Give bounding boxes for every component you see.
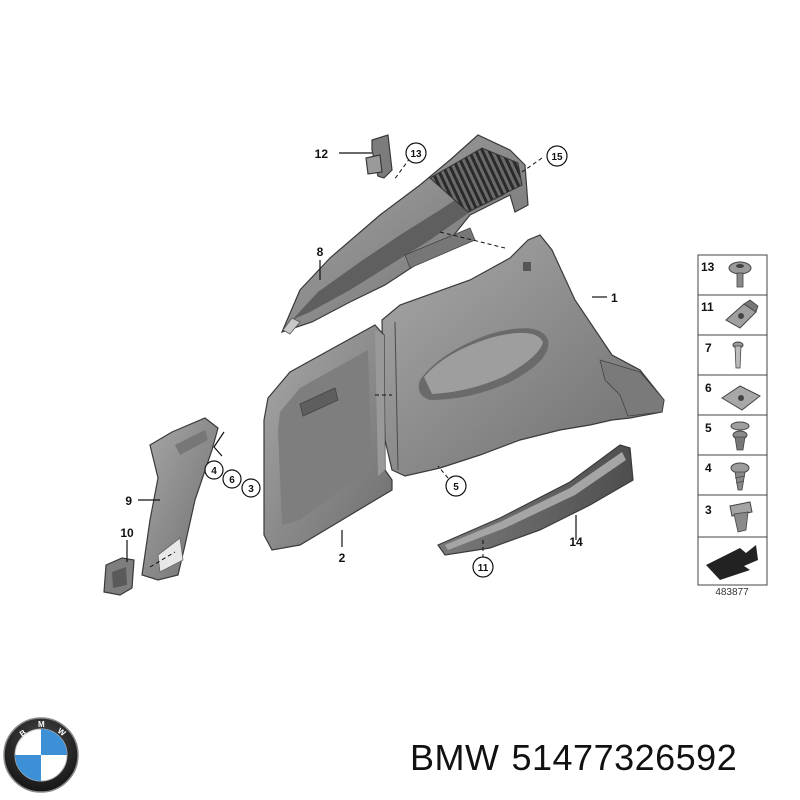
expansion-rivet-icon [732,341,744,369]
clip-nut-icon [725,299,759,329]
fastener-legend: 13 11 7 6 5 4 3 [697,254,768,586]
legend-number-13: 13 [701,260,715,274]
callout-15: 15 [551,152,563,163]
spring-nut-icon [721,385,761,411]
expanding-nut-icon [729,501,753,533]
legend-number-6: 6 [705,381,712,395]
legend-number-11: 11 [701,300,714,314]
legend-number-5: 5 [705,421,712,435]
callout-1: 1 [611,291,618,305]
callout-12: 12 [315,147,329,161]
brand-name: BMW [410,737,500,778]
upper-trim-part-8 [280,134,529,335]
callout-6: 6 [229,475,235,486]
leader-lines [126,152,607,568]
side-panel-part-1 [381,234,665,477]
legend-number-3: 3 [705,503,712,517]
callout-8: 8 [317,245,324,259]
svg-text:M: M [38,720,45,729]
screw-icon [728,261,752,288]
part-number: 51477326592 [511,737,738,778]
callout-5: 5 [453,482,459,493]
callout-4: 4 [211,466,217,477]
arrow-icon [706,545,758,580]
legend-number-4: 4 [705,461,712,475]
lower-panel-part-2 [263,324,393,551]
pillar-trim-part-9 [141,417,219,581]
callout-3: 3 [248,484,254,495]
sill-strip-part-14 [437,444,634,556]
diagram-code: 483877 [715,587,749,598]
push-clip-icon [730,421,750,451]
callout-10: 10 [120,526,134,540]
callout-2: 2 [339,551,346,565]
legend-number-7: 7 [705,341,712,355]
callout-13: 13 [410,149,422,160]
bmw-logo: B M W [3,717,79,793]
svg-text:W: W [56,726,68,738]
callout-14: 14 [569,535,583,549]
svg-text:B: B [18,728,28,739]
callout-9: 9 [125,494,132,508]
callout-11: 11 [478,563,489,574]
tapping-screw-icon [730,462,750,491]
footer-title: BMW 51477326592 [410,737,749,779]
bracket-part-12 [365,134,393,179]
bracket-part-10 [103,557,135,596]
